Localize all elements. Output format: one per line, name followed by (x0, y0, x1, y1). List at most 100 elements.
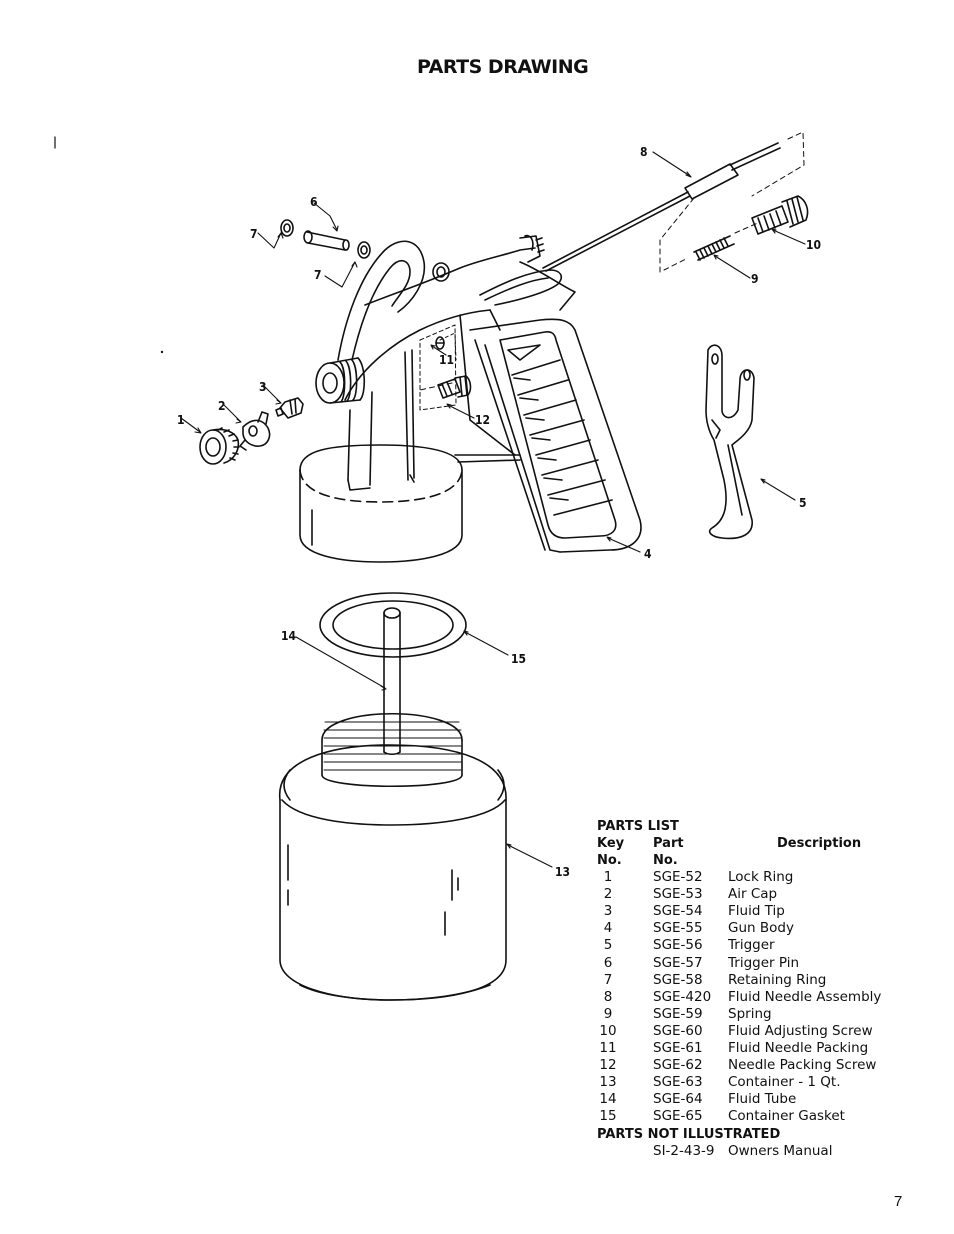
part-no: SGE-61 (653, 1040, 703, 1057)
parts-list-heading: PARTS LIST (597, 819, 679, 834)
key-no: 1 (603, 869, 613, 886)
description: Lock Ring (728, 869, 794, 886)
callout-12: 12 (475, 413, 490, 427)
parts-not-illustrated-heading: PARTS NOT ILLUSTRATED (597, 1126, 781, 1142)
key-no: 12 (599, 1057, 617, 1074)
part-no: SGE-63 (653, 1074, 703, 1091)
description: Container Gasket (728, 1108, 845, 1125)
key-no: 8 (603, 988, 613, 1005)
col-part-header-no: No. (653, 853, 678, 869)
part-no: SGE-55 (653, 920, 703, 937)
callout-8: 8 (640, 145, 648, 159)
table-row: 12 SGE-62 Needle Packing Screw (597, 1057, 876, 1074)
table-row: 4 SGE-55 Gun Body (597, 920, 794, 937)
table-row: 14 SGE-64 Fluid Tube (597, 1091, 796, 1108)
part-no: SGE-64 (653, 1091, 703, 1108)
table-row: 8 SGE-420 Fluid Needle Assembly (597, 988, 882, 1006)
gun-body (299, 234, 642, 563)
description: Trigger (728, 937, 775, 954)
callout-7b: 7 (314, 268, 322, 282)
callout-15: 15 (511, 652, 526, 666)
fluid-tip (275, 397, 304, 419)
part-no: SGE-56 (653, 937, 703, 954)
description: Fluid Tip (728, 903, 785, 920)
col-key-header-no: No. (597, 853, 622, 869)
description: Gun Body (728, 920, 794, 937)
description: Fluid Needle Packing (728, 1040, 869, 1057)
callout-13: 13 (555, 865, 570, 879)
trigger-pin (303, 230, 350, 251)
callout-14: 14 (281, 629, 297, 643)
part-no: SGE-57 (653, 954, 703, 971)
retaining-ring-right (357, 241, 371, 259)
table-row: 3 SGE-54 Fluid Tip (597, 903, 785, 920)
description: Fluid Adjusting Screw (728, 1022, 873, 1039)
table-row: 5 SGE-56 Trigger (597, 937, 780, 954)
col-key-header: Key (597, 836, 625, 852)
key-no: 6 (603, 954, 613, 971)
air-cap (239, 411, 271, 451)
needle-packing-screw (437, 375, 472, 399)
callout-labels: 1 2 3 4 5 6 7 7 8 9 10 11 12 13 14 15 (177, 145, 821, 879)
key-no: 9 (603, 1005, 613, 1022)
lock-ring (199, 427, 240, 465)
part-no: SGE-54 (653, 903, 703, 920)
col-part-header: Part (653, 836, 684, 852)
container-gasket (319, 592, 467, 658)
fluid-adjusting-screw (751, 195, 809, 235)
table-row: 1 SGE-52 Lock Ring (597, 869, 794, 886)
key-no: 3 (603, 903, 613, 920)
table-row: 15 SGE-65 Container Gasket (597, 1108, 845, 1125)
spring (693, 235, 735, 261)
part-no: SGE-52 (653, 869, 703, 886)
leader-lines (180, 151, 806, 868)
parts-list-header-row-2: No. No. (597, 852, 780, 869)
fluid-needle-packing (435, 336, 445, 350)
description: Needle Packing Screw (728, 1057, 877, 1074)
page-title: PARTS DRAWING (417, 56, 589, 78)
callout-3: 3 (259, 380, 267, 394)
part-no: SGE-65 (653, 1108, 703, 1125)
key-no: 4 (603, 920, 613, 937)
trigger (705, 344, 755, 540)
callout-11: 11 (439, 353, 454, 367)
parts-list-header-row-1: Key Part Description (597, 835, 861, 852)
callout-9: 9 (751, 272, 759, 286)
parts-list: PARTS LIST Key Part Description No. No. … (597, 818, 882, 1160)
table-row: 2 SGE-53 Air Cap (597, 886, 780, 903)
key-no: 13 (599, 1074, 617, 1091)
description: Owners Manual (728, 1142, 833, 1159)
table-row: 6 SGE-57 Trigger Pin (597, 954, 799, 972)
part-no: SGE-60 (653, 1022, 703, 1039)
key-no: 5 (603, 937, 613, 954)
callout-6: 6 (310, 195, 318, 209)
page-number: 7 (894, 1193, 903, 1210)
part-no: SGE-53 (653, 886, 703, 903)
description: Fluid Tube (728, 1091, 797, 1108)
part-no: SGE-420 (653, 988, 712, 1005)
part-no: SGE-58 (653, 971, 703, 988)
key-no: 7 (603, 971, 613, 988)
fluid-needle-assembly (542, 142, 781, 272)
description: Fluid Needle Assembly (728, 988, 882, 1005)
callout-5: 5 (799, 496, 807, 510)
part-no: SGE-59 (653, 1005, 703, 1022)
description: Air Cap (728, 886, 778, 903)
description: Trigger Pin (728, 954, 800, 971)
key-no: 10 (599, 1022, 617, 1039)
callout-4: 4 (644, 547, 652, 561)
fluid-tube (383, 607, 401, 756)
description: Container - 1 Qt. (728, 1074, 841, 1091)
assembly-guide-lines (419, 131, 805, 391)
key-no: 14 (599, 1091, 617, 1108)
key-no: 2 (603, 886, 613, 903)
container (279, 713, 507, 1001)
part-no: SI-2-43-9 (653, 1142, 715, 1159)
col-description-header: Description (777, 836, 862, 852)
callout-7a: 7 (250, 227, 258, 241)
key-no: 15 (599, 1108, 617, 1125)
part-no: SGE-62 (653, 1057, 703, 1074)
